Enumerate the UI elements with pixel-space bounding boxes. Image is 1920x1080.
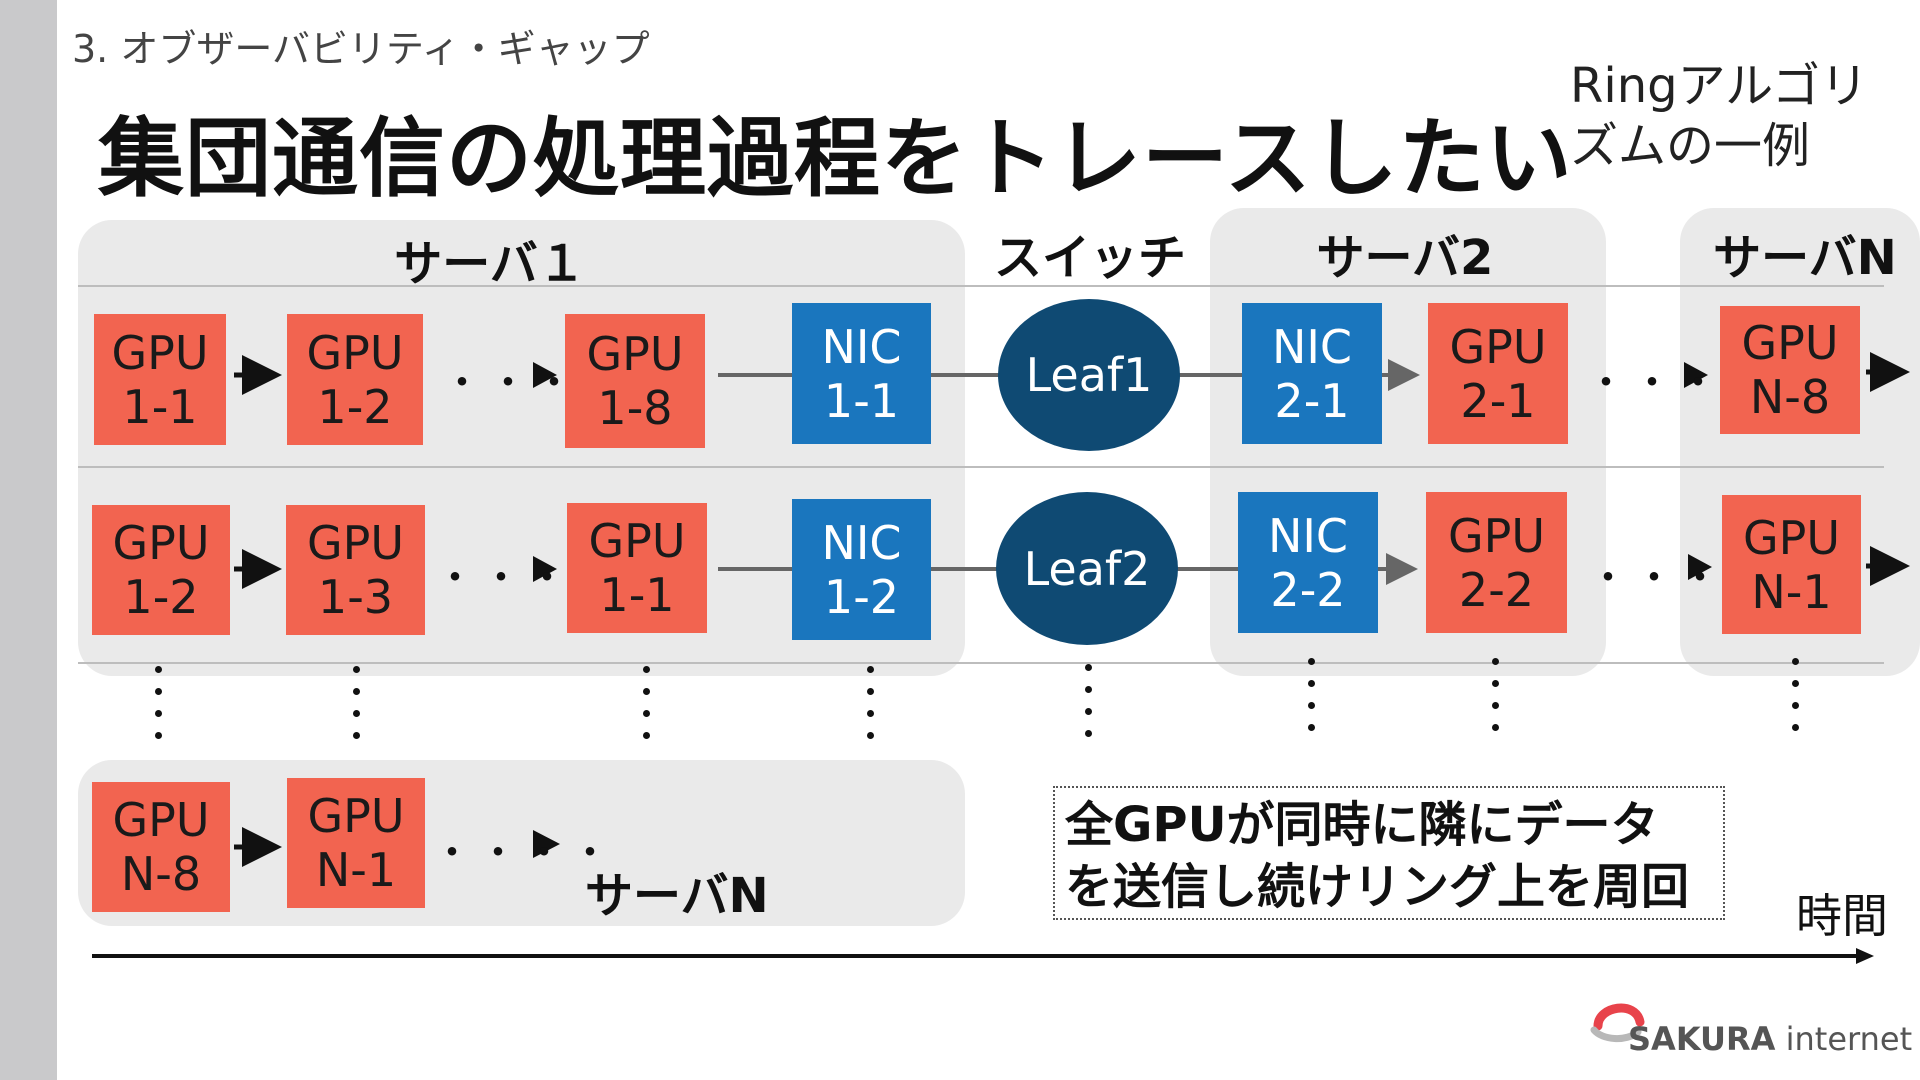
server1-label: サーバ１ (394, 236, 586, 292)
server2-label: サーバ2 (1316, 230, 1494, 286)
vertical-ellipsis (353, 666, 363, 754)
section-title: 3. オブザーバビリティ・ギャップ (72, 27, 650, 71)
vertical-ellipsis (643, 666, 653, 754)
side-note: Ringアルゴリズムの一例 (1570, 58, 1869, 174)
switch-label: スイッチ (993, 230, 1186, 286)
time-axis-label: 時間 (1796, 889, 1888, 943)
vertical-ellipsis (1492, 658, 1502, 746)
vertical-ellipsis (867, 666, 877, 754)
vertical-ellipsis (155, 666, 165, 754)
sakura-logo-icon (1590, 1003, 1645, 1042)
row-divider (78, 662, 1884, 664)
gpu-box: GPU 2-2 (1426, 492, 1567, 633)
gpu-box: GPU 1-1 (567, 503, 707, 633)
vertical-ellipsis (1308, 658, 1318, 746)
vertical-ellipsis (1792, 658, 1802, 746)
gpu-box: GPU 1-2 (287, 314, 423, 445)
row-divider (78, 285, 1884, 287)
leaf-switch: Leaf1 (998, 299, 1180, 451)
row-divider (78, 466, 1884, 468)
nic-box: NIC 1-2 (792, 499, 931, 640)
nic-box: NIC 2-1 (1242, 303, 1382, 444)
company-logo-text: SAKURA internet (1628, 1020, 1913, 1058)
gpu-box: GPU N-1 (287, 778, 425, 908)
gpu-box: GPU 1-1 (94, 314, 226, 445)
gpu-box: GPU 1-2 (92, 505, 230, 635)
vertical-ellipsis (1085, 664, 1095, 752)
nic-box: NIC 1-1 (792, 303, 931, 444)
gpu-box: GPU 1-8 (565, 314, 705, 448)
gpu-box: GPU N-8 (92, 782, 230, 912)
serverN-label: サーバN (1713, 230, 1897, 286)
ellipsis: ・・・・ (432, 830, 616, 876)
leaf-switch: Leaf2 (996, 492, 1178, 645)
page-title: 集団通信の処理過程をトレースしたい (98, 109, 1573, 209)
gpu-box: GPU N-8 (1720, 306, 1860, 434)
left-accent-bar (0, 0, 57, 1080)
time-axis-head (1856, 948, 1874, 964)
note-box: 全GPUが同時に隣にデータ を送信し続けリング上を周回 (1053, 786, 1725, 920)
gpu-box: GPU N-1 (1722, 495, 1861, 634)
serverN-bottom-label: サーバN (585, 868, 769, 924)
gpu-box: GPU 2-1 (1428, 303, 1568, 444)
nic-box: NIC 2-2 (1238, 492, 1378, 633)
gpu-box: GPU 1-3 (286, 505, 425, 635)
